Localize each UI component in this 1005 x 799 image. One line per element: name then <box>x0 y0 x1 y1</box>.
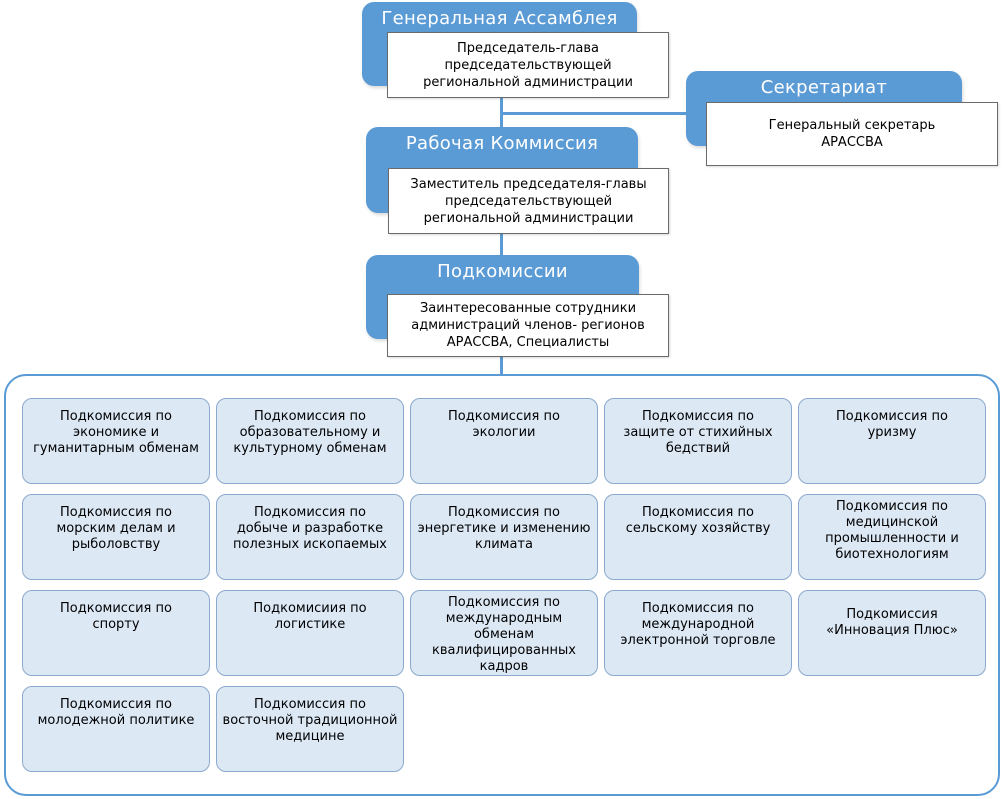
subcommission-economy: Подкомиссия по экономике и гуманитарным … <box>22 398 210 484</box>
subcommission-label: Подкомиссия по спорту <box>60 601 172 632</box>
subcommission-innovation: Подкомиссия «Инновация Плюс» <box>798 590 986 676</box>
subcommission-label: Подкомиссия по уризму <box>836 409 948 440</box>
working-commission-description: Заместитель председателя-главы председат… <box>388 168 669 234</box>
subcommission-disasters: Подкомиссия по защите от стихийных бедст… <box>604 398 792 484</box>
subcommission-youth: Подкомиссия по молодежной политике <box>22 686 210 772</box>
subcommission-label: Подкомиссия по международным обменам ква… <box>432 595 576 674</box>
connector-to-secretariat <box>500 112 710 115</box>
connector-commission-subcommissions <box>500 232 503 260</box>
subcommission-label: Подкомиссия по морским делам и рыболовст… <box>56 505 176 552</box>
subcommission-label: Подкомиссия по экологии <box>448 409 560 440</box>
subcommission-label: Подкомиссия по восточной традиционной ме… <box>222 697 398 744</box>
secretariat-title: Секретариат <box>760 77 888 98</box>
connector-subcommissions-list <box>500 356 503 376</box>
subcommission-ecology: Подкомиссия по экологии <box>410 398 598 484</box>
subcommission-label: Подкомиссия по медицинской промышленност… <box>825 499 959 562</box>
subcommissions-description-text: Заинтересованные сотрудники администраци… <box>411 301 645 350</box>
subcommission-label: Подкомиссия по сельскому хозяйству <box>625 505 771 536</box>
subcommission-tourism: Подкомиссия по уризму <box>798 398 986 484</box>
subcommission-sport: Подкомиссия по спорту <box>22 590 210 676</box>
subcommission-logistics: Подкомисиия по логистике <box>216 590 404 676</box>
subcommission-label: Подкомиссия по экономике и гуманитарным … <box>33 409 199 456</box>
secretariat-description-text: Генеральный секретарь АРАССВА <box>768 118 936 150</box>
subcommissions-description: Заинтересованные сотрудники администраци… <box>387 294 669 357</box>
subcommission-education: Подкомиссия по образовательному и культу… <box>216 398 404 484</box>
subcommission-medical: Подкомиссия по медицинской промышленност… <box>798 494 986 580</box>
subcommission-label: Подкомиссия по добыче и разработке полез… <box>233 505 387 552</box>
working-commission-description-text: Заместитель председателя-главы председат… <box>410 176 647 226</box>
subcommission-label: Подкомиссия по образовательному и культу… <box>233 409 387 456</box>
general-assembly-title: Генеральная Ассамблея <box>381 8 618 29</box>
subcommission-ecommerce: Подкомиссия по международной электронной… <box>604 590 792 676</box>
subcommissions-title: Подкомиссии <box>437 261 568 282</box>
subcommission-personnel: Подкомиссия по международным обменам ква… <box>410 590 598 676</box>
subcommission-oriental-medicine: Подкомиссия по восточной традиционной ме… <box>216 686 404 772</box>
subcommission-energy: Подкомиссия по энергетике и изменению кл… <box>410 494 598 580</box>
subcommission-label: Подкомисиия по логистике <box>253 601 367 632</box>
subcommission-agriculture: Подкомиссия по сельскому хозяйству <box>604 494 792 580</box>
general-assembly-description-text: Председатель-глава председательствующей … <box>423 40 633 90</box>
subcommission-mining: Подкомиссия по добыче и разработке полез… <box>216 494 404 580</box>
subcommission-list-container: Подкомиссия по экономике и гуманитарным … <box>4 374 1000 796</box>
subcommission-label: Подкомиссия «Инновация Плюс» <box>826 607 958 638</box>
subcommission-label: Подкомиссия по молодежной политике <box>37 697 195 728</box>
subcommission-label: Подкомиссия по международной электронной… <box>620 601 776 648</box>
general-assembly-description: Председатель-глава председательствующей … <box>387 32 669 98</box>
subcommission-maritime: Подкомиссия по морским делам и рыболовст… <box>22 494 210 580</box>
subcommission-label: Подкомиссия по энергетике и изменению кл… <box>417 505 591 552</box>
working-commission-title: Рабочая Коммиссия <box>405 133 599 154</box>
subcommission-label: Подкомиссия по защите от стихийных бедст… <box>623 409 773 456</box>
secretariat-description: Генеральный секретарь АРАССВА <box>706 102 998 166</box>
